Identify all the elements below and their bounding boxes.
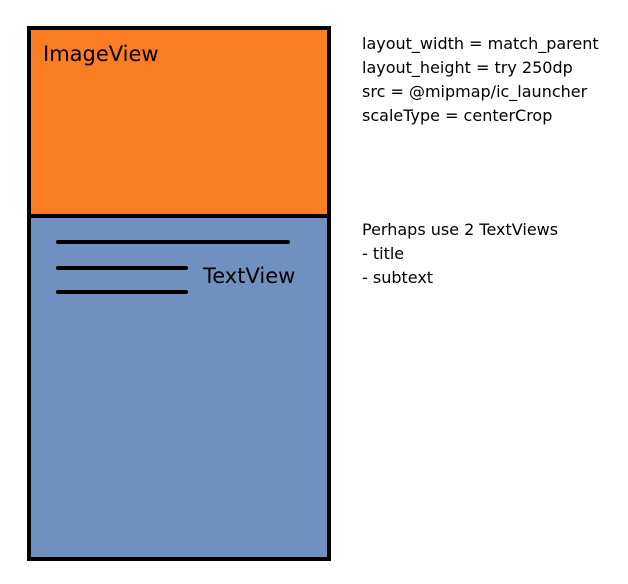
note-layout-width: layout_width = match_parent xyxy=(362,34,599,53)
text-line-title xyxy=(56,240,290,244)
text-line-subtext-2 xyxy=(56,290,188,294)
note-layout-height: layout_height = try 250dp xyxy=(362,58,573,77)
textview-placeholder: TextView xyxy=(31,30,327,557)
textview-label: TextView xyxy=(203,264,296,288)
note-scale-type: scaleType = centerCrop xyxy=(362,106,553,125)
note-textviews: Perhaps use 2 TextViews xyxy=(362,220,559,239)
imageview-label: ImageView xyxy=(43,42,159,66)
phone-frame: ImageView TextView xyxy=(27,26,331,561)
note-src: src = @mipmap/ic_launcher xyxy=(362,82,588,101)
imageview-notes: layout_width = match_parent layout_heigh… xyxy=(362,32,599,128)
note-subtext: - subtext xyxy=(362,268,434,287)
imageview-placeholder: ImageView xyxy=(31,30,327,218)
note-title: - title xyxy=(362,244,405,263)
text-line-subtext-1 xyxy=(56,266,188,270)
textview-notes: Perhaps use 2 TextViews - title - subtex… xyxy=(362,218,558,290)
